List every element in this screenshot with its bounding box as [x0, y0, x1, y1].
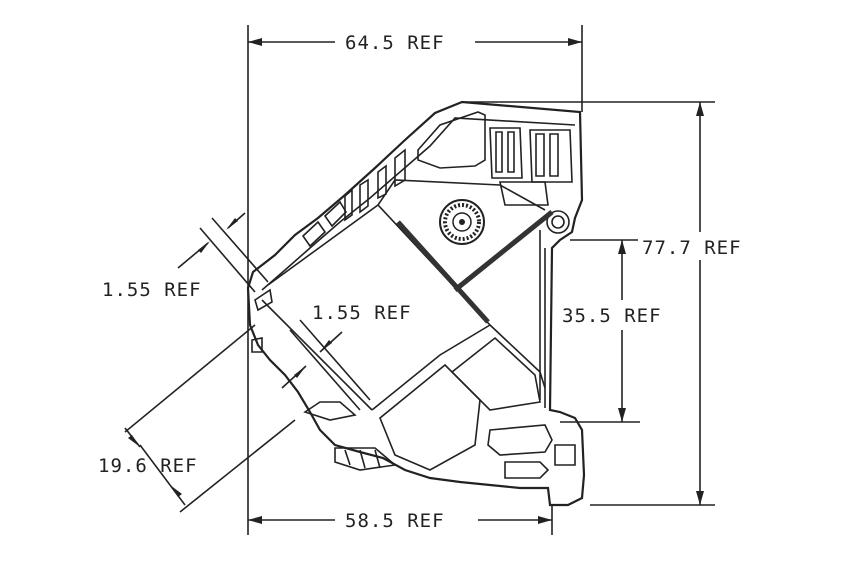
extension-lines — [247, 25, 715, 535]
dim-label-rail-height: 35.5 REF — [562, 305, 662, 327]
dim-label-bottom-width: 58.5 REF — [345, 510, 445, 532]
dim-rail-height: 35.5 REF — [562, 240, 662, 422]
dim-label-diagonal: 19.6 REF — [98, 455, 198, 477]
hatched-members — [396, 210, 554, 324]
dim-total-height: 77.7 REF — [638, 102, 758, 505]
dim-label-total-height: 77.7 REF — [642, 237, 742, 259]
dim-label-offset-inner: 1.55 REF — [312, 302, 412, 324]
dim-offset-inner: 1.55 REF — [281, 302, 412, 411]
dim-diagonal: 19.6 REF — [98, 324, 296, 513]
dim-top-width: 64.5 REF — [248, 32, 582, 54]
seal-icon — [439, 199, 485, 245]
dim-offset-outer: 1.55 REF — [102, 212, 269, 301]
dim-label-offset-outer: 1.55 REF — [102, 279, 202, 301]
profile-outline — [246, 100, 586, 507]
dim-bottom-width: 58.5 REF — [248, 510, 552, 532]
dim-label-top-width: 64.5 REF — [345, 32, 445, 54]
